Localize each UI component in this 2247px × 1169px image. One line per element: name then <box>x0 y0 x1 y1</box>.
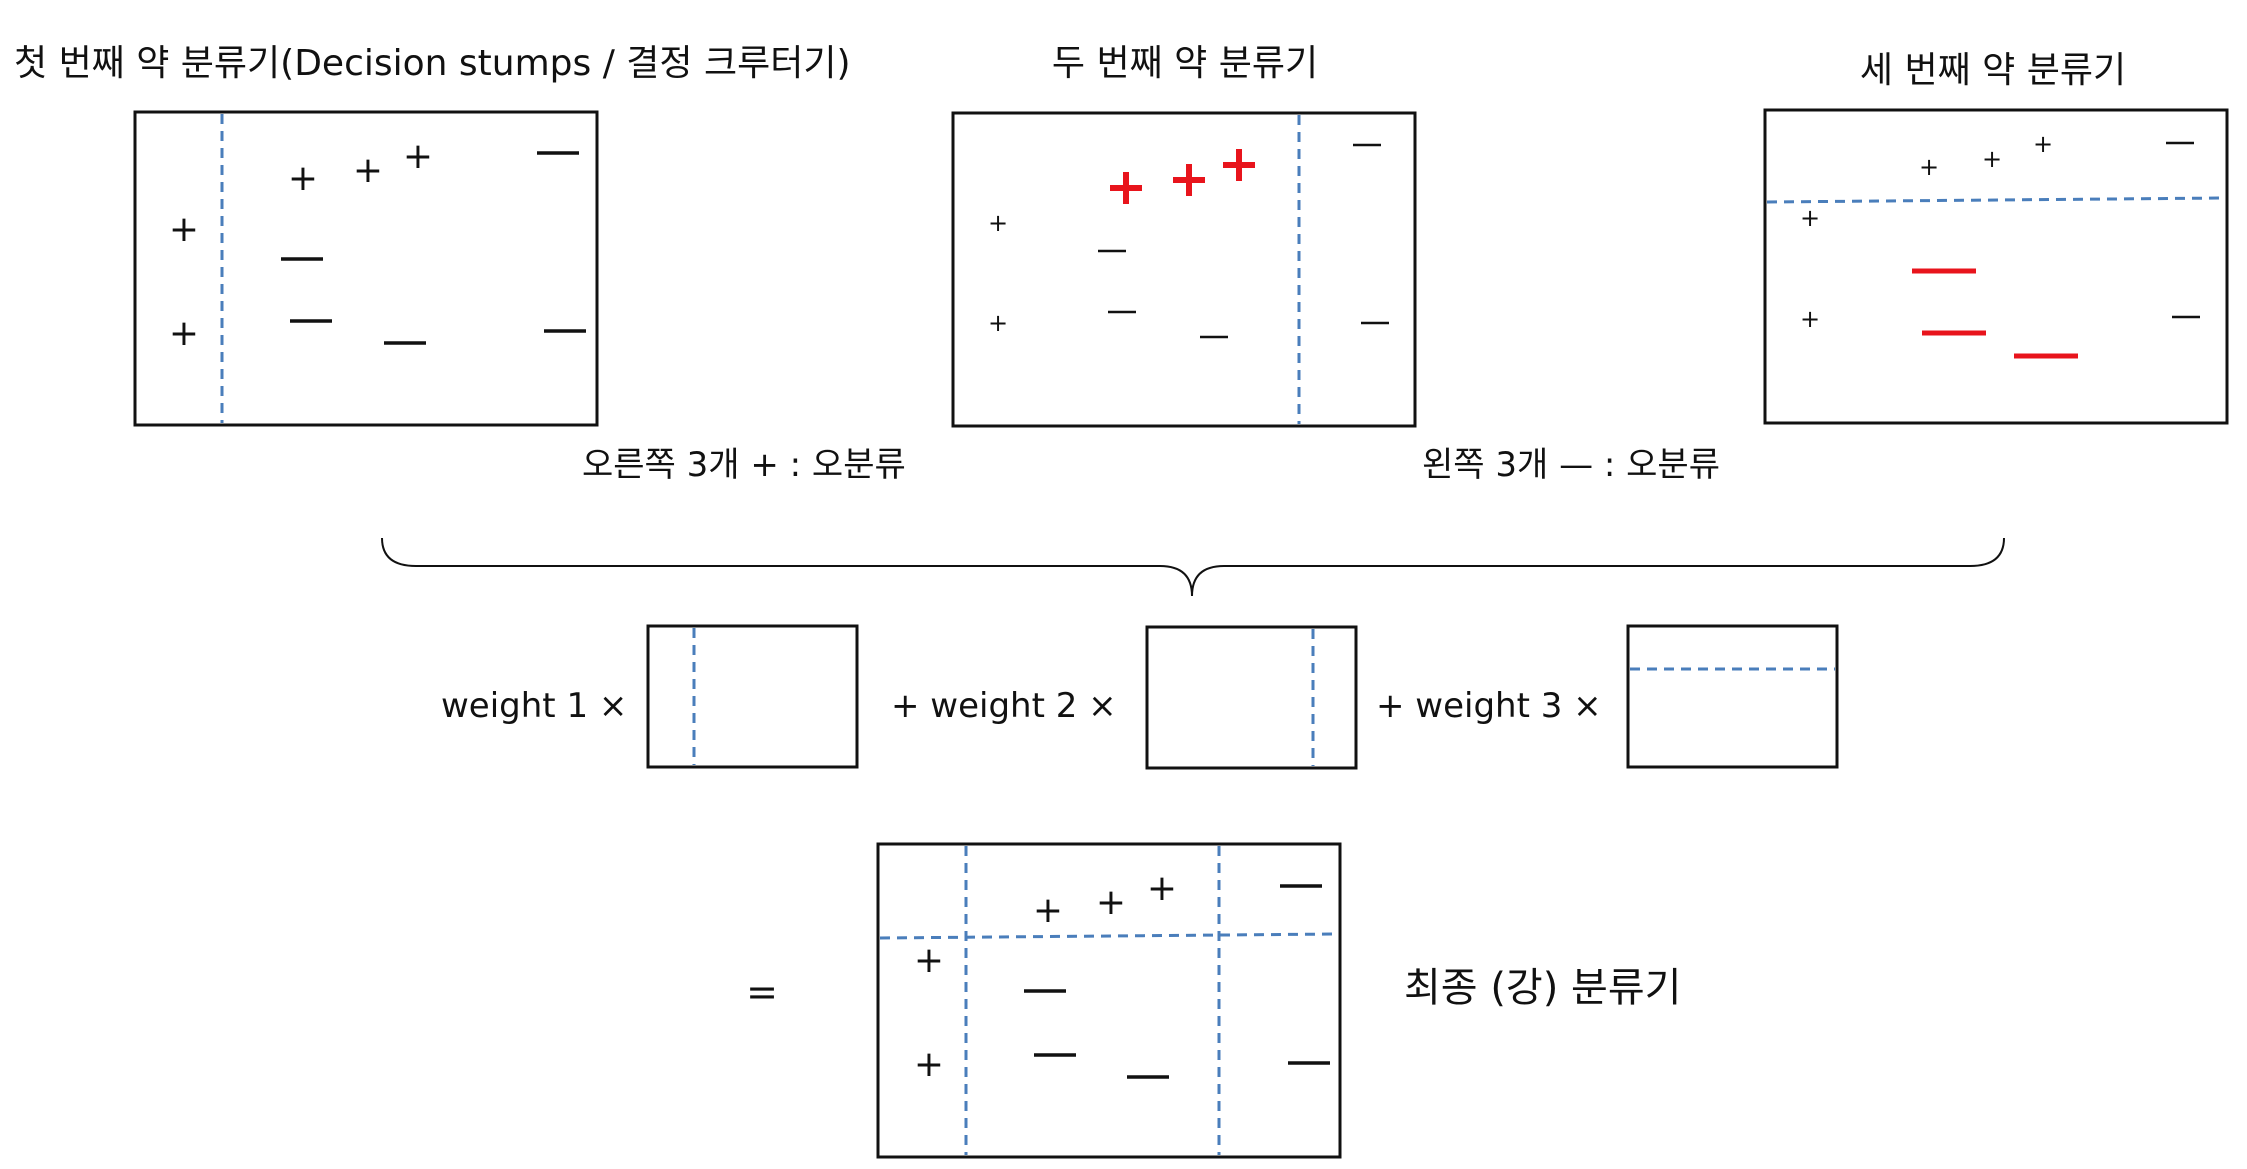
plus-point: + <box>1147 868 1177 909</box>
plus-point: + <box>169 313 199 354</box>
title-third-classifier: 세 번째 약 분류기 <box>1860 50 2126 91</box>
panel-first-classifier: + + + + + <box>133 110 599 427</box>
panel-second-classifier: + + <box>951 111 1417 428</box>
annotation-third-misclassified: 왼쪽 3개 — : 오분류 <box>1422 445 1720 485</box>
weighted-panel-2 <box>1145 625 1358 770</box>
equals-sign: = <box>746 970 778 1014</box>
title-second-classifier: 두 번째 약 분류기 <box>1052 43 1318 84</box>
panel-frame <box>1626 624 1839 769</box>
plus-point: + <box>914 1044 944 1085</box>
plus-point: + <box>1919 153 1939 181</box>
plus-point: + <box>1033 890 1063 931</box>
plus-point: + <box>1982 145 2002 173</box>
weighted-panel-1 <box>646 624 859 769</box>
decision-boundary-horizontal <box>879 932 1339 940</box>
panel-frame <box>133 110 599 427</box>
plus-point: + <box>1800 305 1820 333</box>
plus-point: + <box>988 209 1008 237</box>
misclassified-plus-point <box>1110 172 1142 204</box>
panel-frame <box>646 624 859 769</box>
title-first-classifier: 첫 번째 약 분류기(Decision stumps / 결정 크루터기) <box>14 43 851 84</box>
decision-boundary-horizontal <box>1766 196 2226 204</box>
misclassified-plus-point <box>1173 164 1205 196</box>
weighted-panel-3 <box>1626 624 1839 769</box>
panel-frame <box>876 842 1342 1159</box>
plus-point: + <box>403 136 433 177</box>
panel-frame <box>1145 625 1358 770</box>
plus-point: + <box>288 158 318 199</box>
plus-point: + <box>1800 204 1820 232</box>
grouping-brace <box>381 537 2005 597</box>
weight-term-3: + weight 3 × <box>1376 686 1602 726</box>
plus-point: + <box>353 150 383 191</box>
final-classifier-label: 최종 (강) 분류기 <box>1404 965 1681 1011</box>
annotation-second-misclassified: 오른쪽 3개 + : 오분류 <box>582 445 906 485</box>
panel-frame <box>1763 108 2229 425</box>
panel-frame <box>951 111 1417 428</box>
final-strong-classifier-panel: + + + + + <box>876 842 1342 1159</box>
weight-term-2: + weight 2 × <box>891 686 1117 726</box>
misclassified-plus-point <box>1223 149 1255 181</box>
weight-term-1: weight 1 × <box>441 686 627 726</box>
plus-point: + <box>1096 882 1126 923</box>
plus-point: + <box>2033 130 2053 158</box>
plus-point: + <box>169 209 199 250</box>
plus-point: + <box>914 940 944 981</box>
plus-point: + <box>988 309 1008 337</box>
panel-third-classifier: + + + + + <box>1763 108 2229 425</box>
